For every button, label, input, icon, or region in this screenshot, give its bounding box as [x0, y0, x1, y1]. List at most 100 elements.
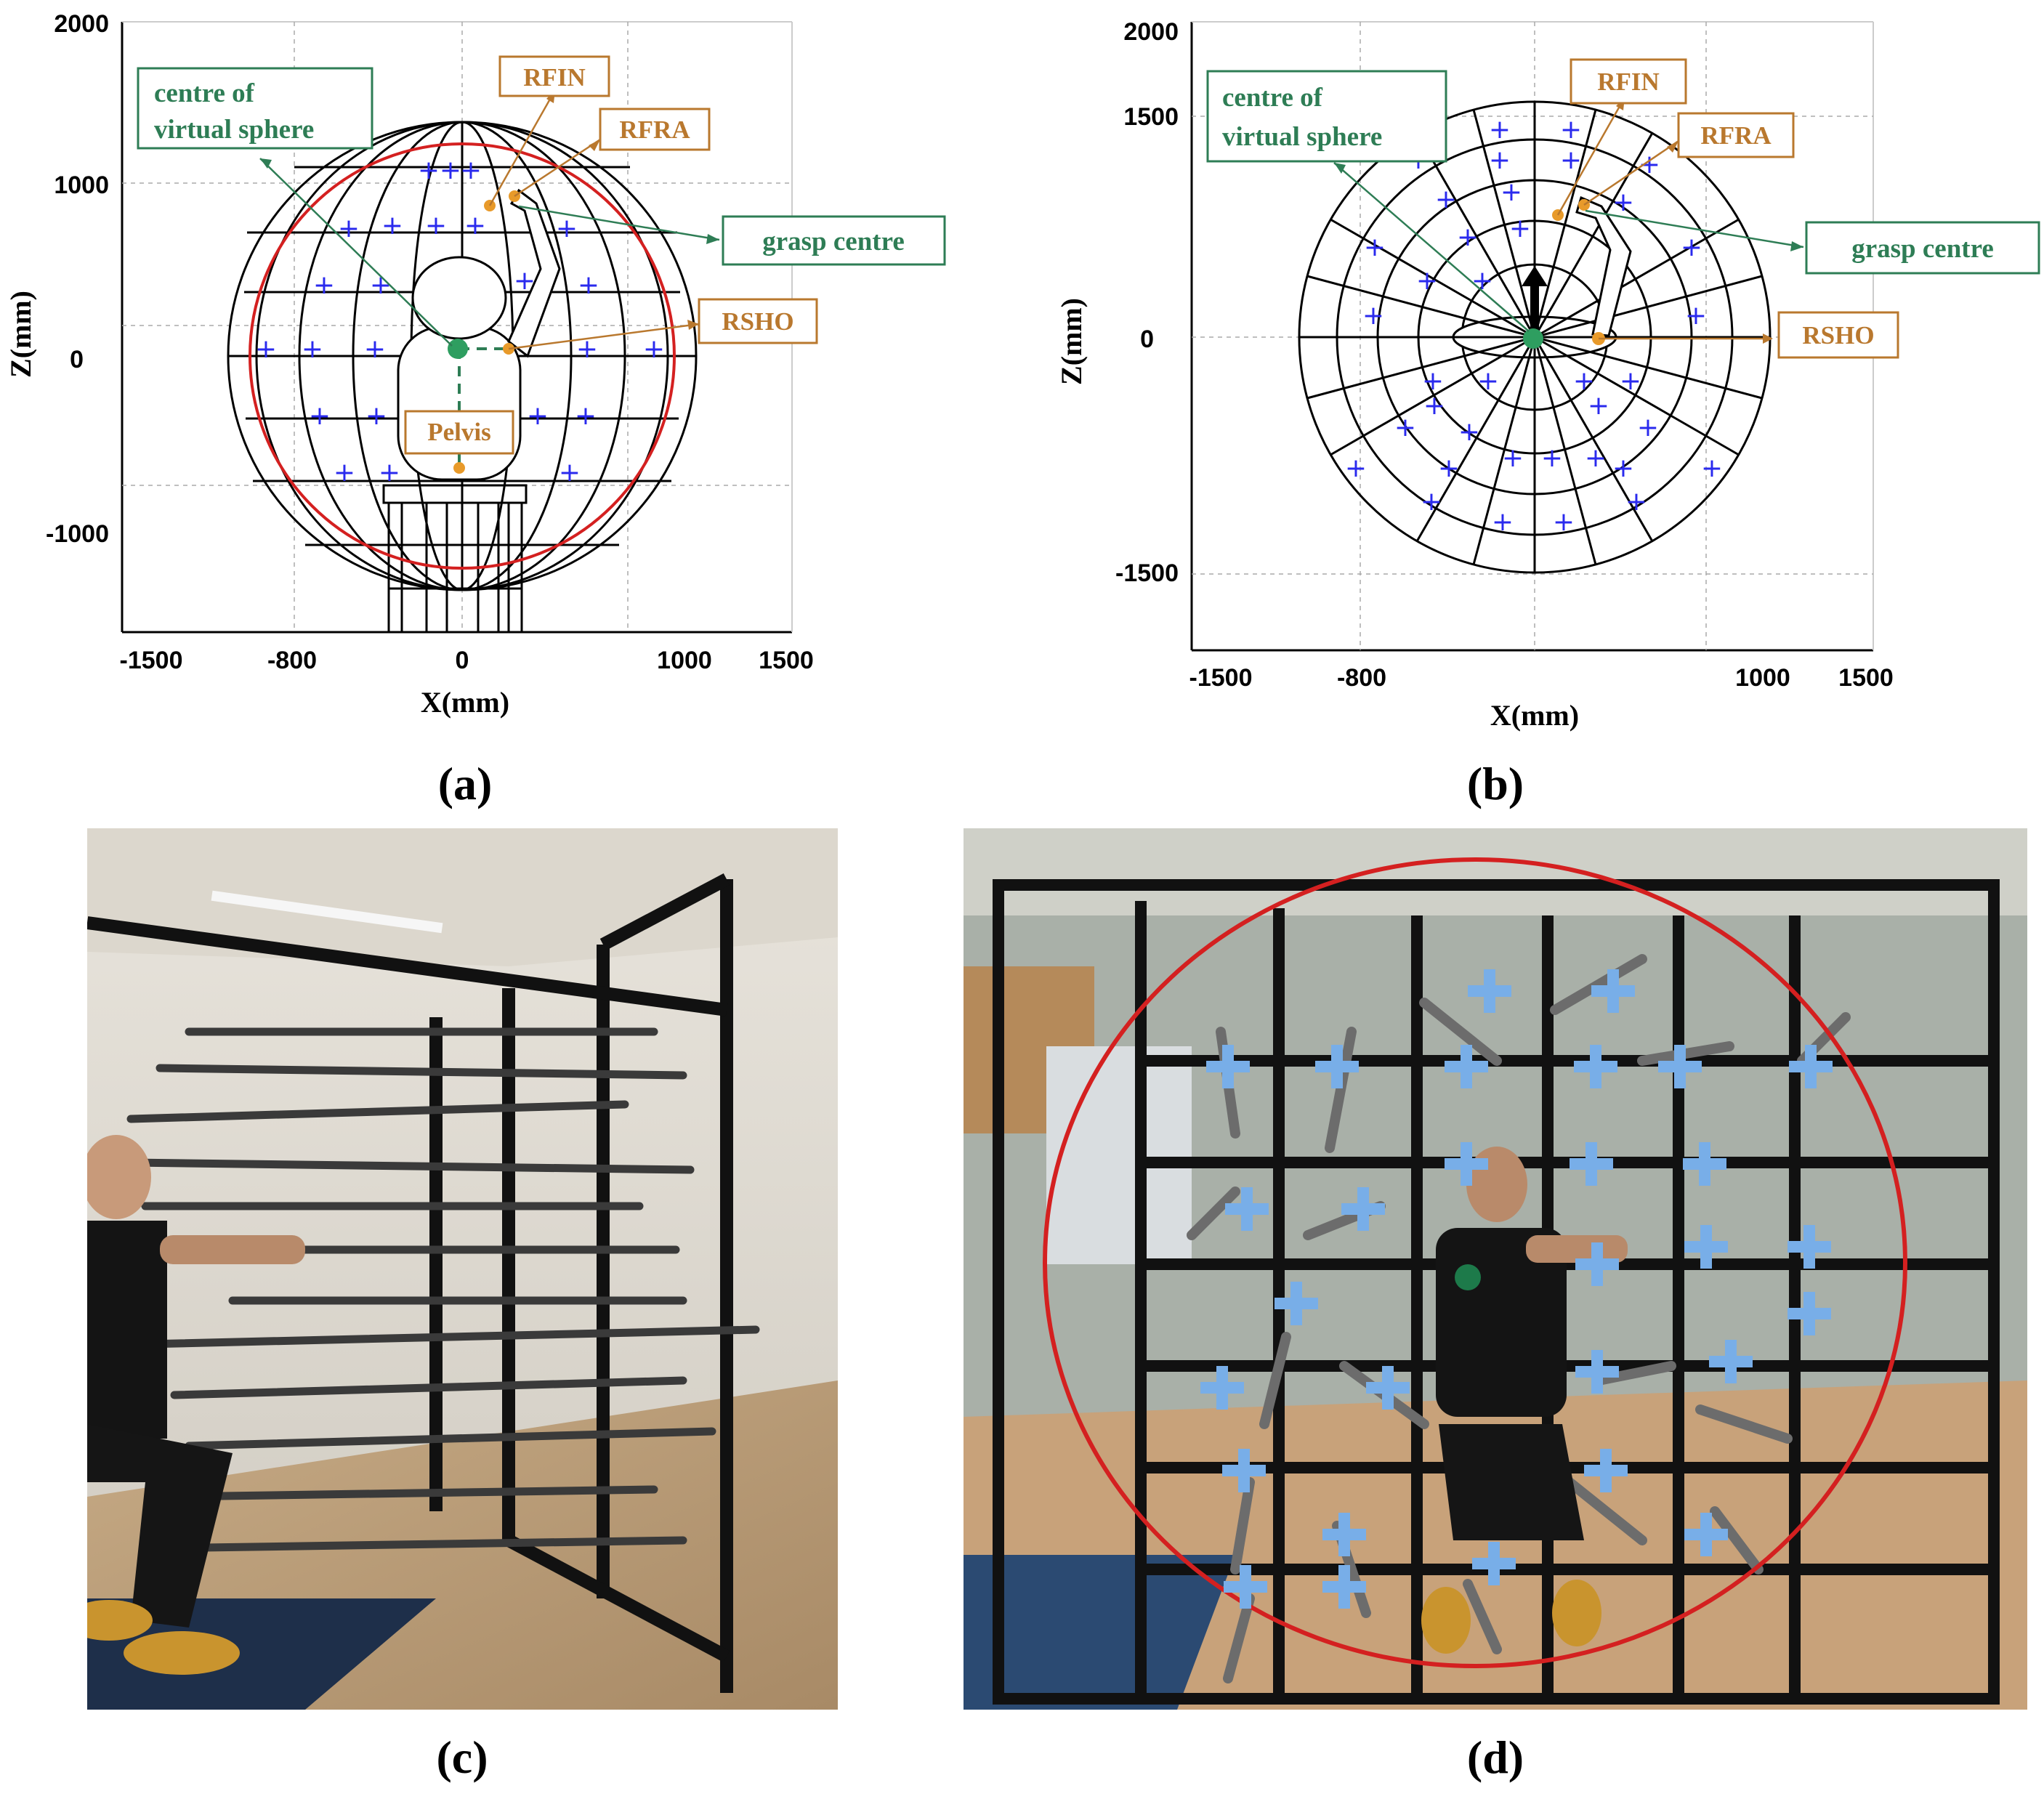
svg-text:+: + — [1560, 115, 1582, 145]
svg-text:+: + — [1435, 185, 1457, 214]
svg-text:+: + — [1438, 453, 1460, 483]
panel-a-pelvis-label: Pelvis — [427, 418, 490, 446]
svg-text:+: + — [1477, 366, 1499, 396]
panel-b-centre-label-box — [1206, 70, 1447, 163]
panel-a-stool — [382, 484, 528, 632]
svg-text:+: + — [1422, 366, 1444, 396]
panel-b-grasp-box — [1805, 221, 2040, 275]
panel-b-xtick: 1500 — [1838, 664, 1894, 692]
svg-text:+: + — [1502, 443, 1524, 473]
panel-b-xtick: -800 — [1337, 664, 1386, 692]
panel-b-rfra-label: RFRA — [1700, 121, 1772, 150]
panel-b-rsho-box — [1777, 311, 1899, 359]
svg-text:+: + — [1585, 443, 1607, 473]
panel-a-rsho-label: RSHO — [722, 307, 793, 336]
svg-text:+: + — [379, 458, 400, 488]
panel-a-rfra-box — [599, 108, 711, 151]
panel-a-centre-label-box — [137, 67, 373, 150]
svg-text:+: + — [1612, 187, 1634, 217]
panel-d-red-circle — [1043, 857, 1907, 1668]
panel-d-photo: (d) — [964, 828, 2027, 1783]
svg-text:+: + — [309, 401, 331, 431]
panel-a-xtick: -800 — [267, 647, 317, 674]
svg-text:+: + — [1416, 266, 1438, 296]
panel-a-centre-label: virtual sphere — [154, 115, 314, 145]
panel-a: 2000 1000 0 -1000 -1500 -800 0 1000 1500… — [4, 10, 946, 809]
panel-b-centre-label: centre of — [1222, 83, 1323, 113]
panel-b-caption: (b) — [1467, 758, 1524, 809]
svg-text:+: + — [1458, 417, 1480, 447]
svg-text:+: + — [334, 458, 355, 488]
svg-text:+: + — [1573, 366, 1595, 396]
svg-text:+: + — [1639, 150, 1660, 179]
svg-text:+: + — [1612, 453, 1634, 483]
panel-a-xtick: 1500 — [759, 647, 814, 674]
svg-text:+: + — [1421, 487, 1442, 517]
svg-text:+: + — [425, 211, 447, 240]
panel-d-markers — [1200, 969, 1833, 1609]
panel-a-centre-label: centre of — [154, 78, 255, 108]
svg-text:+: + — [1489, 115, 1511, 145]
svg-text:+: + — [1701, 453, 1723, 483]
panel-a-rfin-box — [498, 55, 610, 97]
svg-text:+: + — [1625, 487, 1647, 517]
panel-a-markers: + + + + + + + + + + + + + + + + + + + + … — [255, 155, 665, 488]
panel-a-grasp-box — [722, 215, 946, 266]
panel-a-pelvis-point — [453, 462, 465, 474]
svg-text:+: + — [370, 270, 392, 300]
panel-b-rfin-box — [1570, 58, 1687, 105]
svg-text:+: + — [1457, 222, 1479, 252]
svg-text:+: + — [1364, 233, 1386, 262]
panel-b-ytick: 0 — [1140, 326, 1154, 353]
panel-a-red-circle — [249, 142, 676, 570]
svg-text:+: + — [1560, 145, 1582, 175]
panel-b-rfra-box — [1677, 112, 1795, 158]
svg-text:+: + — [1509, 214, 1531, 243]
svg-text:+: + — [1345, 453, 1367, 483]
panel-d-person — [1421, 1147, 1628, 1654]
panel-b-rsho-label: RSHO — [1802, 321, 1874, 349]
svg-text:+: + — [643, 334, 665, 364]
svg-text:+: + — [464, 211, 486, 240]
svg-text:+: + — [1500, 177, 1522, 207]
panel-a-rfra-label: RFRA — [619, 116, 690, 144]
svg-text:+: + — [1620, 366, 1641, 396]
panel-b-centre-label: virtual sphere — [1222, 122, 1382, 152]
svg-text:+: + — [460, 155, 482, 185]
svg-text:+: + — [514, 266, 536, 296]
panel-a-xtick: -1500 — [120, 647, 183, 674]
svg-text:+: + — [1541, 443, 1563, 473]
panel-a-ytick: 2000 — [54, 10, 109, 38]
panel-a-sphere — [227, 121, 698, 591]
svg-text:+: + — [418, 155, 440, 185]
panel-c-photo: (c) — [87, 828, 838, 1783]
svg-text:+: + — [527, 401, 549, 431]
panel-c-person — [87, 1135, 305, 1675]
svg-text:+: + — [575, 401, 597, 431]
svg-text:+: + — [255, 334, 277, 364]
panel-b-grasp-label: grasp centre — [1851, 234, 1994, 264]
panel-b-rfin-label: RFIN — [1597, 68, 1660, 96]
panel-a-pelvis-box — [404, 410, 514, 455]
panel-a-ytick: 1000 — [54, 171, 109, 199]
svg-text:+: + — [1685, 301, 1707, 331]
panel-b-ytick: -1500 — [1115, 559, 1179, 587]
panel-a-ylabel: Z(mm) — [4, 291, 37, 378]
panel-b-ylabel: Z(mm) — [1055, 298, 1088, 385]
svg-text:+: + — [1681, 233, 1702, 262]
panel-b-xlabel: X(mm) — [1490, 699, 1579, 732]
svg-text:+: + — [1492, 507, 1514, 537]
svg-text:+: + — [556, 214, 578, 243]
svg-text:+: + — [302, 334, 323, 364]
panel-a-xtick: 0 — [456, 647, 469, 674]
panel-a-ytick: -1000 — [46, 520, 109, 548]
panel-a-xlabel: X(mm) — [421, 686, 509, 719]
panel-b-ytick: 2000 — [1123, 18, 1179, 46]
panel-c-caption: (c) — [436, 1731, 488, 1783]
panel-a-centre-point — [448, 339, 468, 359]
svg-text:+: + — [1489, 145, 1511, 175]
panel-a-xtick: 1000 — [657, 647, 712, 674]
svg-text:+: + — [440, 155, 461, 185]
panel-b-xtick: 1000 — [1735, 664, 1790, 692]
